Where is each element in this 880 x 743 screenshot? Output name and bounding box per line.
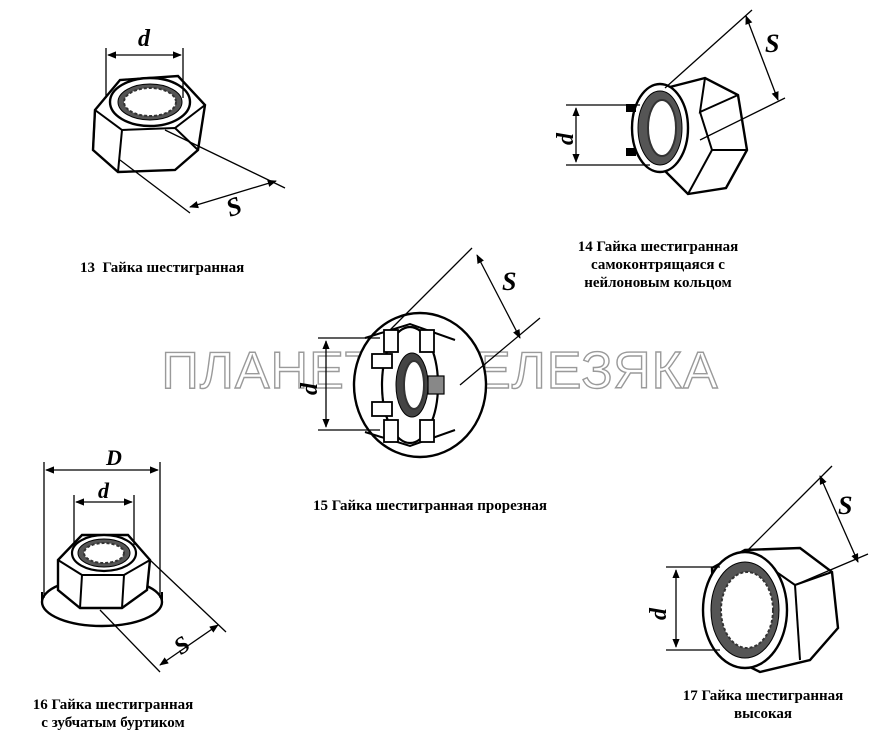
caption-17-line-2: высокая bbox=[733, 706, 792, 722]
nut-15-s-label: S bbox=[502, 267, 516, 296]
caption-17-number: 17 bbox=[682, 688, 698, 704]
caption-16: 16 Гайка шестигранная с зубчатым буртико… bbox=[0, 696, 226, 732]
nut-13-s-label: S bbox=[222, 191, 246, 223]
nut-17-s-label: S bbox=[838, 491, 852, 520]
nut-16-D-label: D bbox=[105, 445, 122, 470]
nut-14-s-label: S bbox=[765, 29, 779, 58]
nut-17-d-label: d bbox=[646, 607, 672, 620]
nut-13-drawing bbox=[91, 48, 286, 214]
caption-14-number: 14 bbox=[577, 239, 593, 255]
nut-16-drawing bbox=[40, 462, 227, 673]
caption-17-line-1: Гайка шестигранная bbox=[701, 688, 844, 704]
nut-17-drawing bbox=[666, 465, 869, 674]
caption-14-line-2: самоконтрящаяся с bbox=[591, 257, 725, 273]
caption-14-line-3: нейлоновым кольцом bbox=[584, 275, 732, 291]
caption-13-number: 13 bbox=[80, 260, 95, 276]
nut-15-d-label: d bbox=[297, 382, 323, 395]
caption-16-number: 16 bbox=[32, 697, 48, 713]
nut-14-d-label: d bbox=[553, 132, 579, 145]
nut-15-drawing bbox=[318, 247, 541, 459]
caption-14-line-1: Гайка шестигранная bbox=[596, 239, 739, 255]
caption-13: 13 Гайка шестигранная bbox=[80, 259, 300, 277]
nut-16-d-label: d bbox=[98, 478, 110, 503]
caption-16-line-1: Гайка шестигранная bbox=[51, 697, 194, 713]
nut-14-drawing bbox=[566, 9, 786, 196]
caption-14: 14 Гайка шестигранная самоконтрящаяся с … bbox=[548, 238, 768, 292]
caption-13-line-1: Гайка шестигранная bbox=[102, 260, 245, 276]
caption-16-line-2: с зубчатым буртиком bbox=[41, 715, 185, 731]
caption-17: 17 Гайка шестигранная высокая bbox=[650, 687, 876, 723]
caption-15-number: 15 bbox=[312, 498, 328, 514]
caption-15-line-1: Гайка шестигранная прорезная bbox=[331, 498, 548, 514]
caption-15: 15 Гайка шестигранная прорезная bbox=[260, 497, 600, 515]
nut-13-d-label: d bbox=[138, 26, 151, 52]
